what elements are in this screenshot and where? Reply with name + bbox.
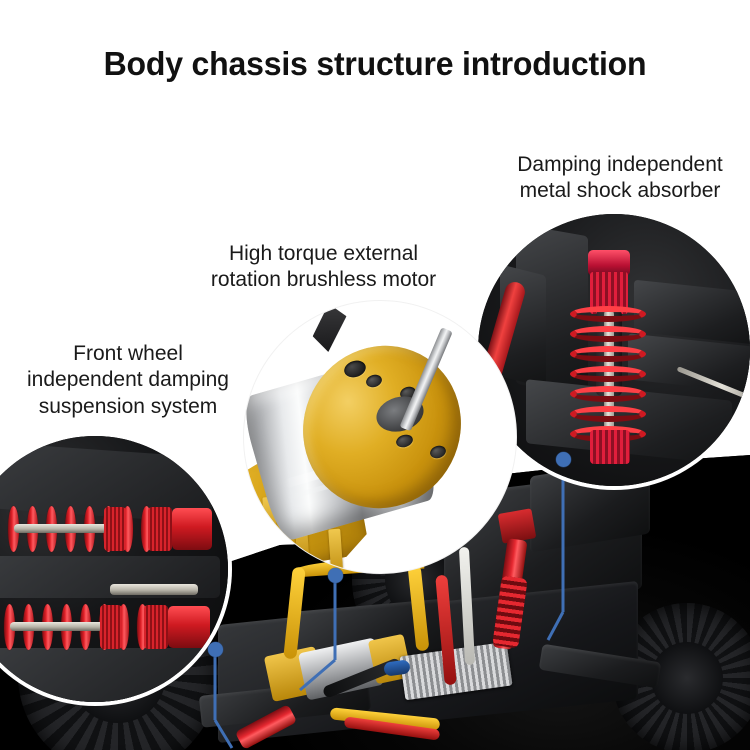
motor-illustration [244, 301, 516, 573]
shock-lower-shaft [10, 622, 122, 631]
callout-brushless-motor: High torque external rotation brushless … [210, 242, 437, 292]
connector-dot-front [208, 642, 223, 657]
shock-upper-body [172, 508, 212, 550]
shock-upper-adjuster [104, 507, 126, 551]
shock-upper [8, 506, 212, 552]
shock-spring-ring [570, 386, 646, 402]
page-title: Body chassis structure introduction [103, 45, 647, 82]
suspension-pushrod [110, 584, 198, 595]
shock-lower-collar [144, 605, 168, 649]
shock-shaft [604, 310, 614, 460]
callout-damping-shock-absorber: Damping independent metal shock absorber [517, 153, 723, 203]
front-suspension-inset [0, 436, 228, 702]
motor-wire-shroud [310, 302, 349, 354]
shock-lower-body [168, 606, 210, 648]
motor-inset [243, 300, 517, 574]
suspension-plate-bottom [0, 648, 218, 702]
callout-front-suspension: Front wheel independent damping suspensi… [26, 342, 229, 418]
shock-spring-ring [570, 406, 646, 422]
shock-absorber-inset [478, 214, 750, 486]
shock-spring-ring [570, 346, 646, 362]
shock-lower [4, 604, 210, 650]
shock-spring-ring [570, 366, 646, 382]
shock-spring-ring [570, 326, 646, 342]
shock-upper-collar [148, 507, 172, 551]
connector-dot-motor [328, 568, 343, 583]
shock-lower-collar [590, 430, 630, 464]
shock-spring-ring [570, 306, 646, 322]
shock-upper-shaft [14, 524, 126, 533]
shock-lower-adjuster [100, 605, 122, 649]
shock-top-cap [588, 250, 630, 276]
connector-dot-shock [556, 452, 571, 467]
